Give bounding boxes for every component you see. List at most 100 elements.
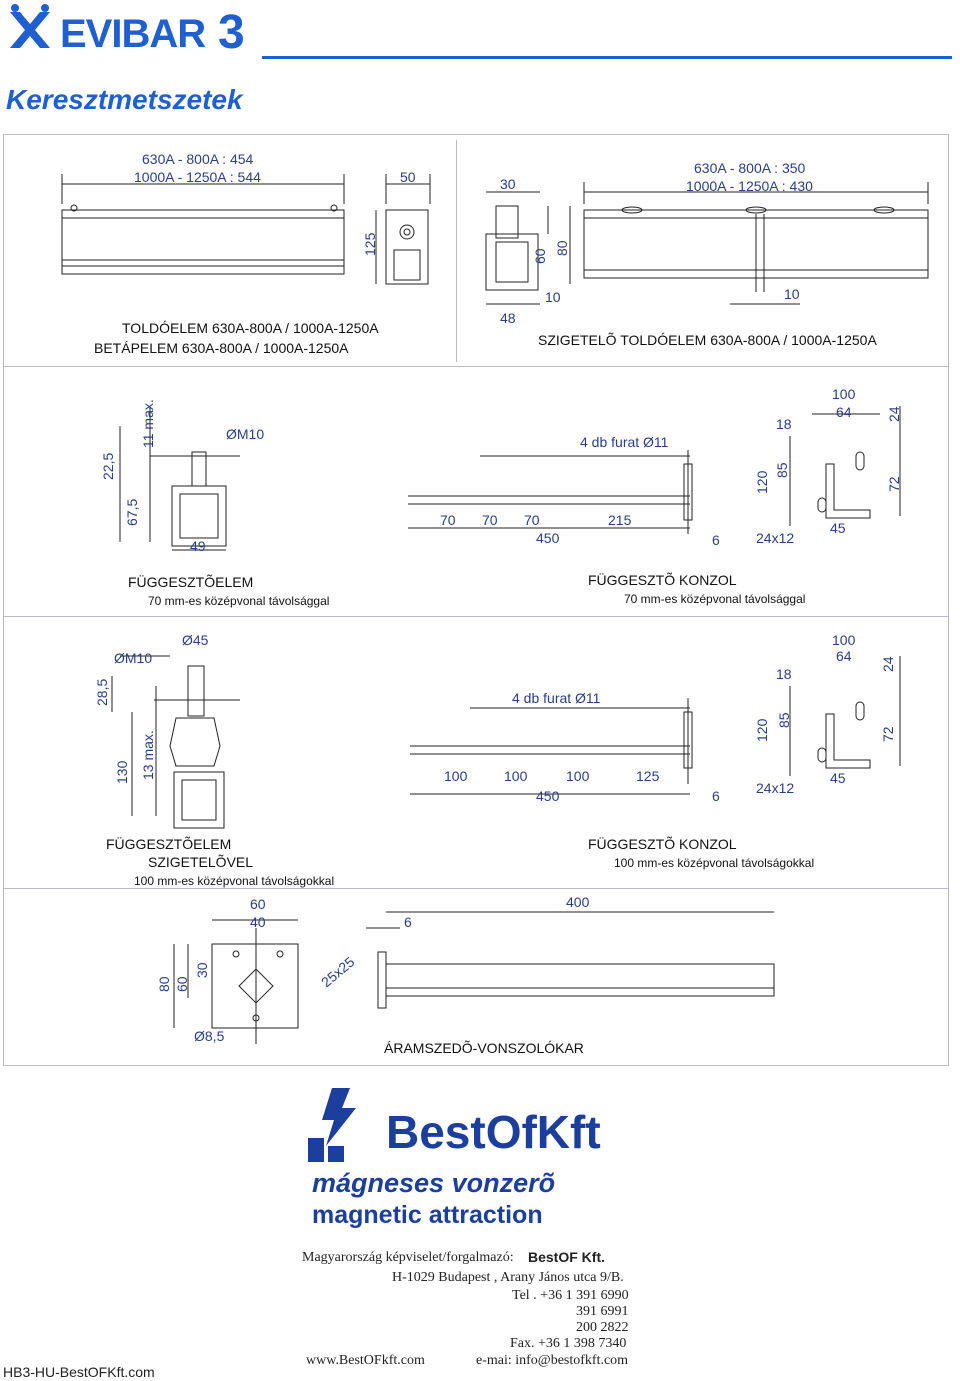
bracket-subtitle: 70 mm-es középvonal távolsággal xyxy=(624,592,806,606)
section3-drawing xyxy=(111,655,901,829)
dim-80: 80 xyxy=(554,240,570,256)
section1-drawing xyxy=(61,174,929,305)
dim-40-plate: 40 xyxy=(250,914,266,930)
brand-number: 3 xyxy=(218,6,245,59)
dim-215: 215 xyxy=(608,512,632,528)
dim-24: 24 xyxy=(886,406,902,422)
dim-left-length-2: 1000A - 1250A : 544 xyxy=(134,169,261,185)
dim-120-2: 120 xyxy=(754,718,770,742)
dim-50: 50 xyxy=(400,169,416,185)
dim-100-2: 100 xyxy=(832,632,856,648)
dim-125-2: 125 xyxy=(636,768,660,784)
dim-100c: 100 xyxy=(566,768,590,784)
dim-450-2: 450 xyxy=(536,788,560,804)
panel-divider xyxy=(4,888,948,889)
hanger-subtitle: 70 mm-es középvonal távolsággal xyxy=(148,594,330,608)
panel-divider xyxy=(4,616,948,617)
bestof-logo-icon xyxy=(308,1088,356,1162)
section4-drawing xyxy=(173,911,775,1044)
dim-24x12: 24x12 xyxy=(756,530,795,546)
dim-30-plate: 30 xyxy=(194,962,210,978)
dim-13max: 13 max. xyxy=(140,730,156,780)
address: H-1029 Budapest , Arany János utca 9/B. xyxy=(392,1270,624,1285)
brand-name: EVIBAR xyxy=(60,12,206,56)
dim-45: 45 xyxy=(830,520,846,536)
panel-divider xyxy=(4,366,948,367)
dim-10-mid: 10 xyxy=(545,289,561,305)
dim-130: 130 xyxy=(114,760,130,784)
dim-64-2: 64 xyxy=(836,648,852,664)
dim-22-5: 22,5 xyxy=(100,452,116,480)
bracket2-title: FÜGGESZTÕ KONZOL xyxy=(588,836,737,852)
phone-1: Tel . +36 1 391 6990 xyxy=(512,1288,629,1303)
arm-title: ÁRAMSZEDÕ-VONSZOLÓKAR xyxy=(384,1040,584,1056)
dim-45-2: 45 xyxy=(830,770,846,786)
drawing-panel xyxy=(3,134,949,1066)
dim-80-plate: 80 xyxy=(156,976,172,992)
dim-48: 48 xyxy=(500,310,516,326)
dist-name: BestOF Kft. xyxy=(528,1249,605,1265)
ins-hanger-title-2: SZIGETELÕVEL xyxy=(148,854,254,870)
dim-24x12-2: 24x12 xyxy=(756,780,795,796)
ins-hanger-subtitle: 100 mm-es középvonal távolságokkal xyxy=(134,874,335,888)
dim-70b: 70 xyxy=(482,512,498,528)
dim-400: 400 xyxy=(566,894,590,910)
dim-60v-plate: 60 xyxy=(174,976,190,992)
dim-m10: ØM10 xyxy=(226,426,265,442)
bestof-logo-text: BestOfKft xyxy=(386,1106,601,1158)
slogan-en: magnetic attraction xyxy=(312,1201,543,1229)
dim-6-arm: 6 xyxy=(404,914,412,930)
dist-label: Magyarország képviselet/forgalmazó: xyxy=(302,1250,514,1265)
dim-right-length-2: 1000A - 1250A : 430 xyxy=(686,178,813,194)
dim-60-plate: 60 xyxy=(250,896,266,912)
dim-60: 60 xyxy=(532,248,548,264)
email[interactable]: e-mai: info@bestofkft.com xyxy=(476,1353,629,1368)
dim-24-2: 24 xyxy=(880,656,896,672)
hanger-title: FÜGGESZTÕELEM xyxy=(128,574,254,590)
dim-10-right: 10 xyxy=(784,286,800,302)
caption-feed: BETÁPELEM 630A-800A / 1000A-1250A xyxy=(94,340,349,356)
dim-holes-2: 4 db furat Ø11 xyxy=(512,690,601,706)
dim-85: 85 xyxy=(774,462,790,478)
dim-18: 18 xyxy=(776,416,792,432)
dim-70c: 70 xyxy=(524,512,540,528)
dim-100b: 100 xyxy=(504,768,528,784)
ins-hanger-title-1: FÜGGESZTÕELEM xyxy=(106,836,232,852)
caption-insulated-joint: SZIGETELÕ TOLDÓELEM 630A-800A / 1000A-12… xyxy=(538,332,877,348)
panel-divider xyxy=(456,140,457,362)
header-rule xyxy=(262,56,952,59)
dim-8-5: Ø8,5 xyxy=(194,1028,225,1044)
caption-joint: TOLDÓELEM 630A-800A / 1000A-1250A xyxy=(122,320,379,336)
dim-18-2: 18 xyxy=(776,666,792,682)
document-code: HB3-HU-BestOFKft.com xyxy=(3,1364,155,1380)
dim-6-2: 6 xyxy=(712,788,720,804)
dim-120: 120 xyxy=(754,470,770,494)
dim-30: 30 xyxy=(500,176,516,192)
dim-64: 64 xyxy=(836,404,852,420)
dim-450: 450 xyxy=(536,530,560,546)
dim-72-2: 72 xyxy=(880,726,896,742)
dim-m10-ins: ØM10 xyxy=(114,650,153,666)
dim-11max: 11 max. xyxy=(140,399,156,448)
fax: Fax. +36 1 398 7340 xyxy=(510,1336,627,1351)
dim-49: 49 xyxy=(190,538,206,554)
dim-6: 6 xyxy=(712,532,720,548)
brand-logo-icon xyxy=(10,4,50,48)
bracket2-subtitle: 100 mm-es középvonal távolságokkal xyxy=(614,856,815,870)
bracket-title: FÜGGESZTÕ KONZOL xyxy=(588,572,737,588)
brand-logo: EVIBAR 3 xyxy=(4,2,264,60)
page-title: Keresztmetszetek xyxy=(6,84,243,115)
dim-67-5: 67,5 xyxy=(124,498,140,526)
phone-2: 391 6991 xyxy=(576,1304,629,1319)
website[interactable]: www.BestOFkft.com xyxy=(306,1353,425,1368)
dim-28-5: 28,5 xyxy=(94,678,110,706)
dim-100: 100 xyxy=(832,386,856,402)
dim-70a: 70 xyxy=(440,512,456,528)
phone-3: 200 2822 xyxy=(576,1320,629,1335)
dim-right-length-1: 630A - 800A : 350 xyxy=(694,160,806,176)
dim-85-2: 85 xyxy=(776,712,792,728)
dim-holes: 4 db furat Ø11 xyxy=(580,434,669,450)
slogan-hu: mágneses vonzerõ xyxy=(312,1168,556,1198)
dim-125: 125 xyxy=(362,232,378,256)
dim-45-ins: Ø45 xyxy=(182,632,209,648)
